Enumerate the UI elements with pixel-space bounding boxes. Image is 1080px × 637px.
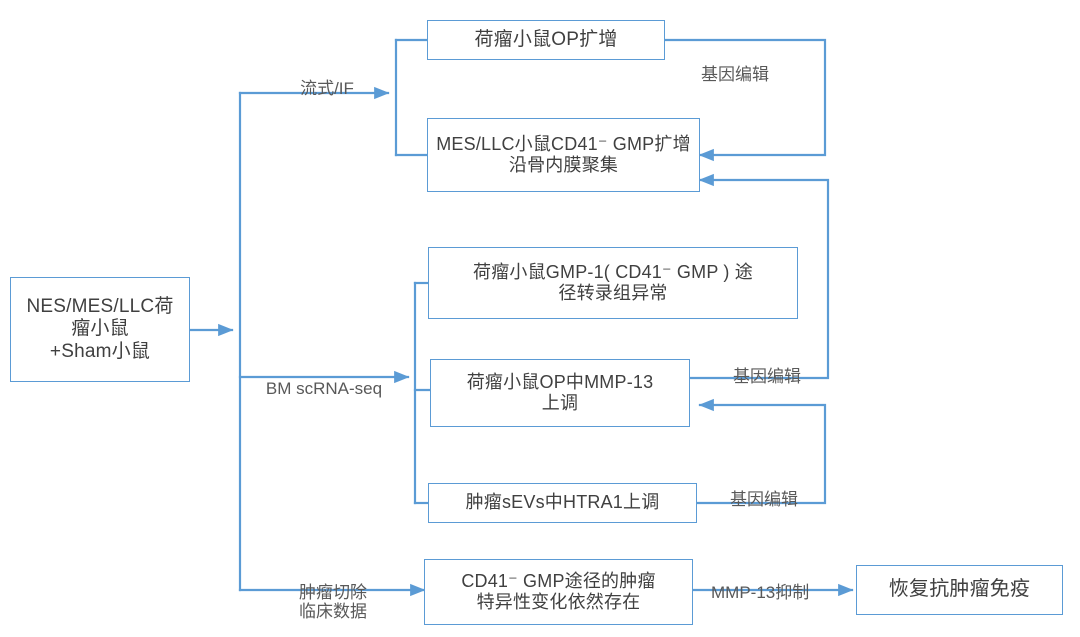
op-expansion-node[interactable]: 荷瘤小鼠OP扩增 [427, 20, 665, 60]
gmp-expansion-node-label: MES/LLC小鼠CD41⁻ GMP扩增 沿骨内膜聚集 [436, 133, 691, 175]
edge-label-mmp13-inhibition-text: MMP-13抑制 [711, 582, 810, 602]
mmp13-upregulation-node[interactable]: 荷瘤小鼠OP中MMP-13 上调 [430, 359, 690, 427]
gmp-expansion-node[interactable]: MES/LLC小鼠CD41⁻ GMP扩增 沿骨内膜聚集 [427, 118, 700, 192]
transcriptome-abnormal-node[interactable]: 荷瘤小鼠GMP-1( CD41⁻ GMP ) 途 径转录组异常 [428, 247, 798, 319]
op-expansion-node-label: 荷瘤小鼠OP扩增 [474, 28, 618, 50]
htra1-upregulation-node[interactable]: 肿瘤sEVs中HTRA1上调 [428, 483, 697, 523]
edge-label-gene-editing-op-text: 基因编辑 [701, 64, 769, 84]
transcriptome-abnormal-node-label: 荷瘤小鼠GMP-1( CD41⁻ GMP ) 途 径转录组异常 [473, 261, 753, 303]
edge-label-flow-if-text: 流式/IF [300, 78, 354, 98]
mmp13-upregulation-node-label: 荷瘤小鼠OP中MMP-13 上调 [466, 371, 654, 413]
restore-immunity-node[interactable]: 恢复抗肿瘤免疫 [856, 565, 1063, 615]
source-node[interactable]: NES/MES/LLC荷 瘤小鼠 +Sham小鼠 [10, 277, 190, 382]
edge-label-gene-editing-htra1-text: 基因编辑 [730, 489, 798, 509]
edge-label-flow-if: 流式/IF [272, 59, 382, 98]
edge-label-gene-editing-htra1: 基因编辑 [714, 470, 814, 509]
clinical-persistence-node-label: CD41⁻ GMP途径的肿瘤 特异性变化依然存在 [461, 570, 656, 612]
edge-label-gene-editing-op: 基因编辑 [685, 45, 785, 84]
htra1-upregulation-node-label: 肿瘤sEVs中HTRA1上调 [465, 492, 660, 513]
edge-label-mmp13-inhibition: MMP-13抑制 [711, 563, 851, 602]
restore-immunity-node-label: 恢复抗肿瘤免疫 [888, 578, 1031, 601]
edge-label-gene-editing-mmp13-text: 基因编辑 [733, 366, 801, 386]
edge-label-bm-scrna-seq: BM scRNA-seq [244, 359, 404, 398]
clinical-persistence-node[interactable]: CD41⁻ GMP途径的肿瘤 特异性变化依然存在 [424, 559, 693, 625]
source-node-label: NES/MES/LLC荷 瘤小鼠 +Sham小鼠 [26, 295, 174, 362]
edge-label-tumor-resection-text: 肿瘤切除 临床数据 [299, 582, 367, 622]
edge-label-gene-editing-mmp13: 基因编辑 [717, 347, 817, 386]
edge-label-bm-scrna-seq-text: BM scRNA-seq [265, 378, 383, 398]
edge-label-tumor-resection: 肿瘤切除 临床数据 [268, 563, 398, 622]
